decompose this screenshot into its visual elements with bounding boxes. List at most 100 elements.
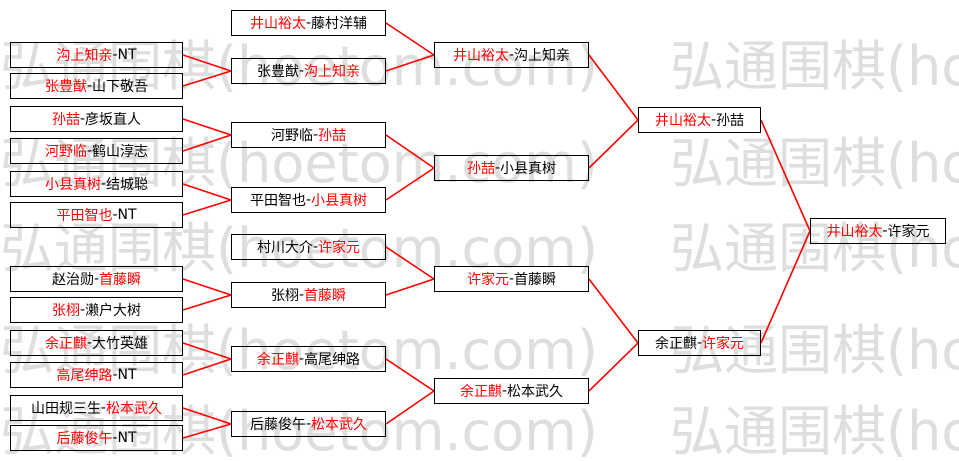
match-box: 张豊猷-沟上知亲 <box>231 58 386 84</box>
match-box: 张栩-首藤瞬 <box>231 282 386 308</box>
player-1-name: 孙喆 <box>51 112 80 128</box>
player-1-name: 河野临 <box>270 128 313 144</box>
player-1-name: 余正麒 <box>654 336 697 352</box>
player-1-name: 余正麒 <box>256 352 299 368</box>
match-box: 河野临-鹤山淳志 <box>10 138 183 164</box>
player-2-name: 许家元 <box>318 240 361 256</box>
separator: - <box>501 383 508 399</box>
connector-line <box>588 278 639 344</box>
connector-line <box>182 134 232 152</box>
player-2-name: 山下敬吾 <box>92 79 149 95</box>
connector-line <box>182 183 232 201</box>
match-box: 井山裕太-藤村洋辅 <box>231 10 386 36</box>
player-2-name: 高尾绅路 <box>304 352 361 368</box>
connector-line <box>182 278 232 296</box>
match-box: 张栩-濑户大树 <box>10 297 183 323</box>
player-1-name: 许家元 <box>466 272 509 288</box>
connector-line <box>385 134 435 169</box>
player-2-name: 孙喆 <box>318 128 347 144</box>
player-1-name: 张豊猷 <box>44 79 87 95</box>
separator: - <box>494 160 501 176</box>
player-2-name: 小县真树 <box>500 161 557 177</box>
player-2-name: 许家元 <box>702 336 745 352</box>
connector-line <box>385 358 435 392</box>
player-1-name: 井山裕太 <box>452 48 509 64</box>
match-box: 孙喆-彦坂直人 <box>10 106 183 132</box>
player-2-name: 松本武久 <box>106 401 163 417</box>
player-1-name: 井山裕太 <box>826 224 883 240</box>
player-2-name: 小县真树 <box>311 193 368 209</box>
match-box: 平田智也-NT <box>10 202 183 228</box>
separator: - <box>508 271 515 287</box>
connector-line <box>182 407 232 425</box>
player-2-name: 首藤瞬 <box>99 272 142 288</box>
match-box: 平田智也-小县真树 <box>231 187 386 213</box>
connector-line <box>385 22 435 56</box>
match-box: 余正麒-大竹英雄 <box>10 330 183 356</box>
connector-line <box>182 199 232 216</box>
separator: - <box>86 335 93 351</box>
player-2-name: 首藤瞬 <box>304 288 347 304</box>
player-1-name: 赵治勋 <box>51 272 94 288</box>
separator: - <box>508 47 515 63</box>
separator: - <box>312 239 319 255</box>
connector-line <box>182 358 232 376</box>
match-box: 余正麒-松本武久 <box>434 378 589 404</box>
match-box: 沟上知亲-NT <box>10 42 183 68</box>
connector-line <box>182 423 232 439</box>
connector-line <box>182 294 232 311</box>
connector-line <box>182 342 232 360</box>
match-box: 张豊猷-山下敬吾 <box>10 73 183 99</box>
connector-line <box>588 342 639 392</box>
match-box: 山田规三生-松本武久 <box>10 395 183 421</box>
separator: - <box>112 47 118 63</box>
match-box: 井山裕太-沟上知亲 <box>434 42 589 68</box>
player-1-name: 张豊猷 <box>256 64 299 80</box>
separator: - <box>93 271 100 287</box>
match-box: 余正麒-高尾绅路 <box>231 346 386 372</box>
separator: - <box>298 63 305 79</box>
connector-line <box>588 119 639 169</box>
match-box: 村川大介-许家元 <box>231 234 386 260</box>
connector-line <box>760 119 811 232</box>
final-match-box: 井山裕太-许家元 <box>810 218 946 244</box>
separator: - <box>79 302 86 318</box>
match-box: 孙喆-小县真树 <box>434 155 589 181</box>
separator: - <box>100 176 107 192</box>
separator: - <box>86 143 93 159</box>
separator: - <box>79 111 86 127</box>
match-box: 高尾绅路-NT <box>10 362 183 388</box>
match-box: 小县真树-结城聪 <box>10 171 183 197</box>
match-box: 井山裕太-孙喆 <box>638 107 761 133</box>
player-1-name: 井山裕太 <box>654 113 711 129</box>
separator: - <box>100 400 107 416</box>
player-1-name: 河野临 <box>44 144 87 160</box>
separator: - <box>112 430 118 446</box>
separator: - <box>86 78 93 94</box>
player-1-name: 后藤俊午 <box>249 417 306 433</box>
match-box: 后藤俊午-松本武久 <box>231 411 386 437</box>
player-2-name: 结城聪 <box>106 177 149 193</box>
player-2-name: 沟上知亲 <box>514 48 571 64</box>
separator: - <box>882 223 888 239</box>
match-box: 余正麒-许家元 <box>638 330 761 356</box>
match-box: 河野临-孙喆 <box>231 122 386 148</box>
player-1-name: 张栩 <box>51 303 80 319</box>
player-2-name: 鹤山淳志 <box>92 144 149 160</box>
connector-line <box>385 246 435 280</box>
separator: - <box>710 112 717 128</box>
player-1-name: 张栩 <box>270 288 299 304</box>
separator: - <box>112 367 118 383</box>
separator: - <box>312 127 319 143</box>
separator: - <box>112 207 118 223</box>
player-2-name: 沟上知亲 <box>304 64 361 80</box>
player-1-name: 高尾绅路 <box>56 368 113 384</box>
connector-line <box>385 167 435 201</box>
connector-line <box>385 390 435 425</box>
player-2-name: 濑户大树 <box>85 303 142 319</box>
connector-line <box>385 278 435 296</box>
player-2-name: 松本武久 <box>507 384 564 400</box>
player-1-name: 孙喆 <box>466 161 495 177</box>
player-2-name: 藤村洋辅 <box>311 16 368 32</box>
